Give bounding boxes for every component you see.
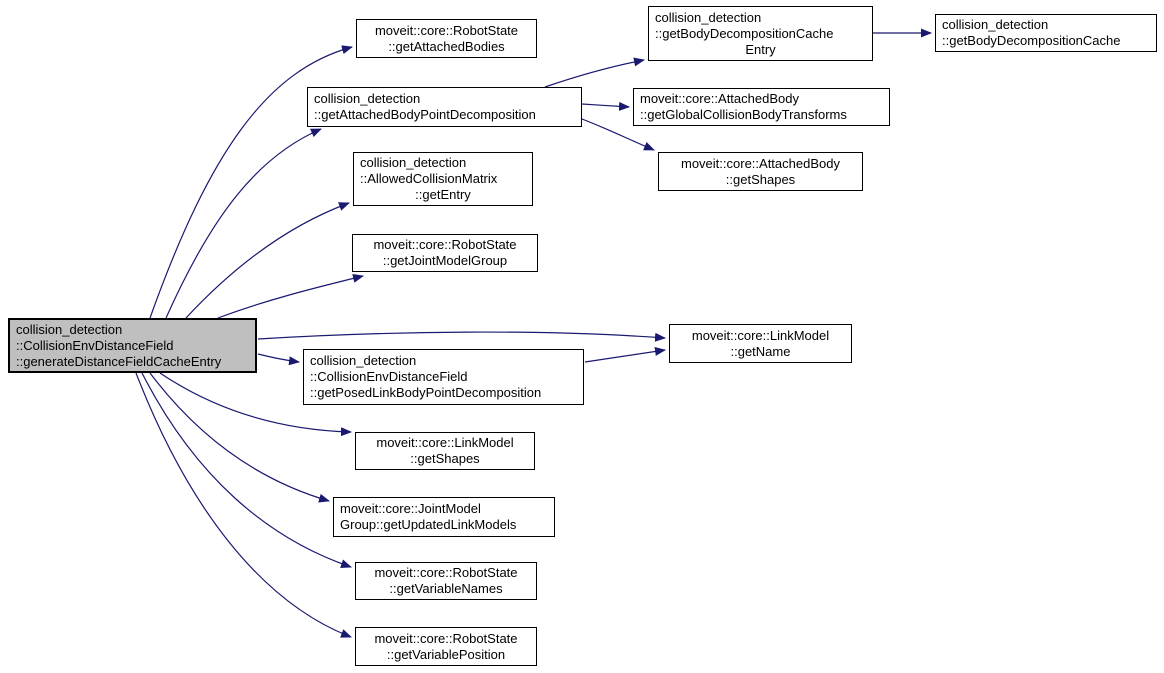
- node-get-body-decomposition-cache-label-line-2: ::getBodyDecompositionCache: [942, 33, 1121, 48]
- node-joint-model-group-get-updated-link-models-label-line-1: moveit::core::JointModel: [340, 501, 481, 516]
- edge-get-posed-link-body-point-decomposition-to-link-model-get-name: [584, 347, 666, 363]
- node-link-model-get-shapes-label-line-2: ::getShapes: [410, 451, 480, 466]
- node-robot-state-get-attached-bodies-label-line-1: moveit::core::RobotState: [374, 22, 519, 38]
- edge-generate-distance-field-cache-entry-to-robot-state-get-joint-model-group: [217, 274, 364, 319]
- node-robot-state-get-variable-position-label-line-1: moveit::core::RobotState: [374, 630, 518, 646]
- edge-group: [135, 28, 932, 638]
- node-robot-state-get-variable-position[interactable]: moveit::core::RobotState::getVariablePos…: [355, 627, 537, 666]
- node-robot-state-get-variable-names-label-line-1: moveit::core::RobotState: [374, 565, 518, 580]
- node-attached-body-get-shapes-label-line-1: moveit::core::AttachedBody: [681, 155, 840, 171]
- node-robot-state-get-attached-bodies-label-line-2: ::getAttachedBodies: [388, 38, 505, 54]
- node-get-body-decomposition-cache-entry-label-line-1: collision_detection: [655, 9, 762, 25]
- node-generate-distance-field-cache-entry[interactable]: collision_detection::CollisionEnvDistanc…: [8, 318, 257, 373]
- node-robot-state-get-joint-model-group-label-line-1: moveit::core::RobotState: [373, 237, 517, 252]
- node-allowed-collision-matrix-get-entry-label-line-1: collision_detection: [360, 155, 467, 170]
- node-allowed-collision-matrix-get-entry[interactable]: collision_detection::AllowedCollisionMat…: [353, 152, 533, 206]
- node-get-body-decomposition-cache-entry-label-line-2: ::getBodyDecompositionCache: [655, 25, 834, 41]
- edge-generate-distance-field-cache-entry-to-robot-state-get-variable-position: [135, 372, 352, 638]
- node-generate-distance-field-cache-entry-label-line-2: ::CollisionEnvDistanceField: [16, 337, 174, 353]
- node-link-model-get-shapes[interactable]: moveit::core::LinkModel::getShapes: [355, 432, 535, 470]
- node-robot-state-get-variable-position-label-line-2: ::getVariablePosition: [386, 646, 506, 662]
- edge-generate-distance-field-cache-entry-to-joint-model-group-get-updated-link-models: [149, 372, 330, 503]
- node-attached-body-get-global-collision-body-transforms-label-line-2: ::getGlobalCollisionBodyTransforms: [640, 107, 847, 122]
- node-get-body-decomposition-cache[interactable]: collision_detection::getBodyDecompositio…: [935, 14, 1157, 52]
- node-allowed-collision-matrix-get-entry-label-line-3: ::getEntry: [415, 187, 471, 202]
- node-get-posed-link-body-point-decomposition-label-line-1: collision_detection: [310, 353, 417, 368]
- node-link-model-get-name-label-line-2: ::getName: [730, 343, 791, 359]
- node-get-attached-body-point-decomposition-label-line-1: collision_detection: [314, 91, 421, 106]
- node-link-model-get-name[interactable]: moveit::core::LinkModel::getName: [669, 324, 852, 363]
- node-attached-body-get-global-collision-body-transforms[interactable]: moveit::core::AttachedBody::getGlobalCol…: [633, 88, 890, 126]
- node-get-body-decomposition-cache-label-line-1: collision_detection: [942, 17, 1049, 32]
- node-allowed-collision-matrix-get-entry-label-line-2: ::AllowedCollisionMatrix: [360, 171, 498, 186]
- node-robot-state-get-variable-names-label-line-2: ::getVariableNames: [389, 581, 503, 596]
- edge-get-attached-body-point-decomposition-to-attached-body-get-global-collision-body-transforms: [581, 101, 630, 111]
- edge-generate-distance-field-cache-entry-to-allowed-collision-matrix-get-entry: [185, 202, 350, 319]
- edge-generate-distance-field-cache-entry-to-get-posed-link-body-point-decomposition: [257, 353, 300, 366]
- edge-generate-distance-field-cache-entry-to-link-model-get-shapes: [159, 372, 352, 437]
- node-link-model-get-shapes-label-line-1: moveit::core::LinkModel: [376, 435, 514, 450]
- node-link-model-get-name-label-line-1: moveit::core::LinkModel: [691, 327, 830, 343]
- node-robot-state-get-variable-names[interactable]: moveit::core::RobotState::getVariableNam…: [355, 562, 537, 600]
- node-get-attached-body-point-decomposition-label-line-2: ::getAttachedBodyPointDecomposition: [314, 107, 536, 122]
- edge-generate-distance-field-cache-entry-to-robot-state-get-variable-names: [141, 372, 352, 569]
- node-get-posed-link-body-point-decomposition-label-line-2: ::CollisionEnvDistanceField: [310, 369, 468, 384]
- node-attached-body-get-global-collision-body-transforms-label-line-1: moveit::core::AttachedBody: [640, 91, 799, 106]
- edge-generate-distance-field-cache-entry-to-get-attached-body-point-decomposition: [165, 128, 322, 319]
- node-get-posed-link-body-point-decomposition[interactable]: collision_detection::CollisionEnvDistanc…: [303, 349, 584, 405]
- node-get-body-decomposition-cache-entry[interactable]: collision_detection::getBodyDecompositio…: [648, 6, 873, 61]
- node-robot-state-get-joint-model-group[interactable]: moveit::core::RobotState::getJointModelG…: [352, 234, 538, 272]
- node-joint-model-group-get-updated-link-models-label-line-2: Group::getUpdatedLinkModels: [340, 517, 517, 532]
- edge-generate-distance-field-cache-entry-to-robot-state-get-attached-bodies: [149, 45, 353, 319]
- edge-get-attached-body-point-decomposition-to-get-body-decomposition-cache-entry: [544, 57, 645, 88]
- edge-generate-distance-field-cache-entry-to-link-model-get-name: [257, 331, 666, 342]
- node-robot-state-get-joint-model-group-label-line-2: ::getJointModelGroup: [382, 253, 508, 268]
- node-attached-body-get-shapes-label-line-2: ::getShapes: [725, 171, 796, 187]
- node-get-body-decomposition-cache-entry-label-line-3: Entry: [745, 41, 776, 57]
- node-attached-body-get-shapes[interactable]: moveit::core::AttachedBody::getShapes: [658, 152, 863, 191]
- node-generate-distance-field-cache-entry-label-line-1: collision_detection: [16, 321, 123, 337]
- node-generate-distance-field-cache-entry-label-line-3: ::generateDistanceFieldCacheEntry: [16, 353, 222, 369]
- node-get-attached-body-point-decomposition[interactable]: collision_detection::getAttachedBodyPoin…: [307, 87, 582, 127]
- node-robot-state-get-attached-bodies[interactable]: moveit::core::RobotState::getAttachedBod…: [356, 19, 537, 58]
- node-get-posed-link-body-point-decomposition-label-line-3: ::getPosedLinkBodyPointDecomposition: [310, 385, 542, 400]
- edge-get-attached-body-point-decomposition-to-attached-body-get-shapes: [581, 118, 655, 151]
